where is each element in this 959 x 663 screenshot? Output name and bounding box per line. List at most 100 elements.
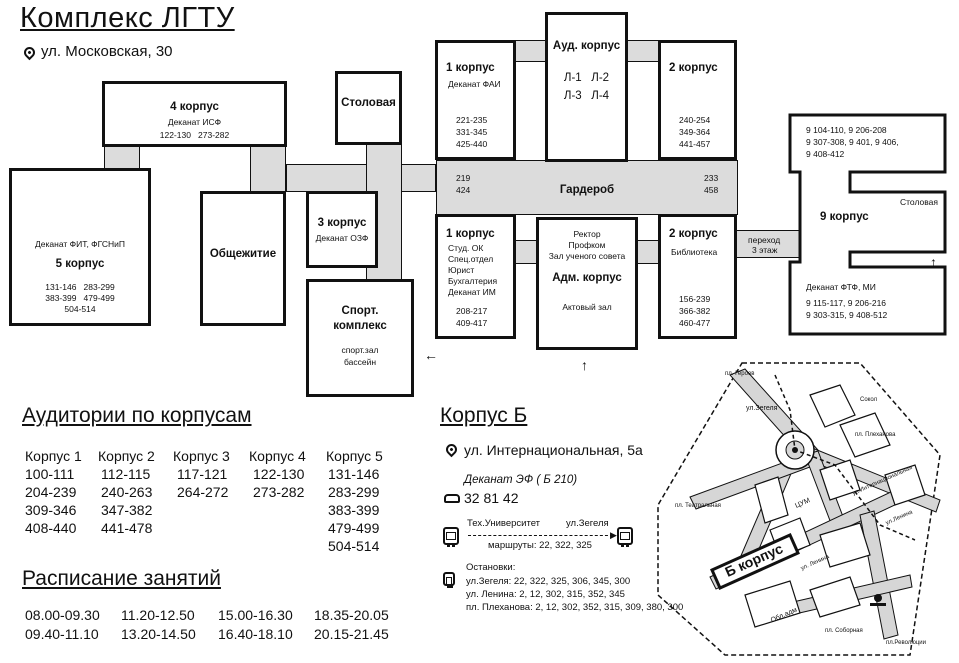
schedule-slot: 16.40-18.10 [218, 626, 293, 642]
building-adm-sub: Актовый зал [562, 302, 612, 312]
building-2-top-rooms-3: 441-457 [679, 139, 711, 149]
auditoriums-column-header: Корпус 3 [173, 448, 230, 464]
auditoriums-title: Аудитории по корпусам [22, 404, 252, 427]
building-sport[interactable]: Спорт. комплекс спорт.зал бассейн [306, 279, 414, 397]
route-from: Тех.Университет [467, 518, 541, 529]
building-1-bottom-name: 1 корпус [446, 228, 495, 240]
route-numbers: маршруты: 22, 322, 325 [488, 540, 592, 551]
building-1-bottom-line-2: Спец.отдел [448, 254, 494, 264]
building-adm[interactable]: Ректор Профком Зал ученого совета Адм. к… [536, 217, 638, 350]
building-9-name: 9 корпус [820, 211, 869, 223]
auditoriums-column-4: Корпус 4 122-130 273-282 [249, 447, 306, 501]
building-3-dept: Деканат ОЗФ [315, 233, 369, 243]
stop-plekhanova: пл. Плеханова: 2, 12, 302, 352, 315, 309… [466, 602, 684, 613]
auditorium-range: 204-239 [25, 484, 77, 500]
building-2-top[interactable]: 2 корпус 240-254 349-364 441-457 [658, 40, 737, 160]
route-arrow-icon: ▶ [610, 530, 617, 540]
building-2-bottom-rooms-3: 460-477 [679, 318, 711, 328]
building-1-top[interactable]: 1 корпус Деканат ФАИ 221-235 331-345 425… [435, 40, 516, 160]
auditoriums-column-header: Корпус 4 [249, 448, 306, 464]
building-5-rooms-3: 504-514 [64, 304, 96, 314]
city-map [657, 362, 941, 656]
stop-zegelya: ул.Зегеля: 22, 322, 325, 306, 345, 300 [466, 576, 631, 587]
building-2-bottom-rooms-1: 156-239 [679, 294, 711, 304]
building-2-mid-rooms-1: 233 [704, 173, 719, 183]
connector-central-hall [436, 160, 738, 215]
map-label-sobornaya: пл. Соборная [825, 628, 863, 634]
building-4-dept: Деканат ИСФ [167, 117, 222, 127]
auditoriums-column-header: Корпус 5 [326, 448, 383, 464]
schedule-slot: 18.35-20.05 [314, 607, 389, 623]
stops-title: Остановки: [466, 562, 516, 573]
auditorium-range: 240-263 [101, 484, 153, 500]
korpus-b-address: ул. Интернациональная, 5а [464, 442, 643, 458]
building-canteen[interactable]: Столовая [335, 71, 402, 145]
building-adm-top-1: Ректор [573, 229, 601, 239]
auditoriums-column-2: Корпус 2 112-115 240-263 347-382 441-478 [98, 447, 155, 537]
schedule-slot: 08.00-09.30 [25, 607, 100, 623]
building-1-bottom-line-5: Деканат ИМ [448, 287, 496, 297]
entrance-arrow-up-icon: ↑ [581, 357, 588, 373]
building-3[interactable]: 3 корпус Деканат ОЗФ [306, 191, 378, 268]
bus-icon [443, 527, 459, 547]
auditoriums-column-1: Корпус 1 100-111 204-239 309-346 408-440 [25, 447, 82, 537]
building-2-bottom[interactable]: 2 корпус Библиотека 156-239 366-382 460-… [658, 214, 737, 339]
building-1-top-name: 1 корпус [446, 62, 495, 74]
passage-label-1: переход [748, 235, 781, 245]
building-1-top-dept: Деканат ФАИ [448, 79, 501, 89]
building-2-mid-rooms-2: 458 [704, 185, 719, 195]
entrance-arrow-up-9-icon: ↑ [930, 254, 937, 270]
building-2-bottom-rooms-2: 366-382 [679, 306, 711, 316]
entrance-arrow-left-icon: ← [424, 347, 438, 363]
auditorium-range: 441-478 [101, 520, 153, 536]
building-5-rooms-1: 131-146 283-299 [45, 282, 115, 292]
building-adm-top-2: Профком [568, 240, 606, 250]
building-4[interactable]: 4 корпус Деканат ИСФ 122-130 273-282 [102, 81, 287, 147]
building-5-name: 5 корпус [55, 258, 105, 270]
connector-b4-dorm [250, 146, 286, 192]
building-adm-name: Адм. корпус [552, 272, 622, 284]
schedule-slot: 15.00-16.30 [218, 607, 293, 623]
map-label-revolyutsii: пл.Революции [886, 640, 926, 646]
map-label-teatralnaya: пл. Театральная [675, 503, 721, 509]
bus-stop-icon [443, 572, 455, 588]
building-9-rooms-bot-1: 9 115-117, 9 206-216 [806, 298, 887, 308]
building-aud-rooms-1: Л-1 Л-2 [563, 72, 610, 84]
location-pin-icon [443, 441, 460, 458]
korpus-b-title: Корпус Б [440, 404, 528, 427]
building-5-dept: Деканат ФИТ, ФГСНиП [35, 239, 125, 249]
page-title: Комплекс ЛГТУ [20, 2, 235, 34]
building-1-top-rooms-3: 425-440 [456, 139, 488, 149]
auditorium-range: 283-299 [328, 484, 380, 500]
auditoriums-column-5: Корпус 5 131-146 283-299 383-399 479-499… [326, 447, 383, 555]
building-2-bottom-dept: Библиотека [671, 247, 718, 257]
building-2-top-rooms-2: 349-364 [679, 127, 711, 137]
auditorium-range: 112-115 [101, 466, 151, 482]
building-2-bottom-name: 2 корпус [669, 228, 718, 240]
wardrobe-area: Гардероб [546, 172, 628, 208]
building-5-rooms-2: 383-399 479-499 [45, 293, 115, 303]
building-4-rooms: 122-130 273-282 [159, 130, 230, 140]
location-pin-icon [21, 44, 38, 61]
schedule-slot: 20.15-21.45 [314, 626, 389, 642]
auditorium-range: 122-130 [253, 466, 305, 482]
bus-icon [617, 527, 633, 547]
connector-adm-b2 [636, 240, 660, 264]
map-label-plekhanova: пл. Плеханова [855, 432, 896, 438]
building-9-rooms-top-2: 9 307-308, 9 401, 9 406, [806, 137, 899, 147]
auditorium-range: 131-146 [328, 466, 380, 482]
building-1-bottom[interactable]: 1 корпус Студ. ОК Спец.отдел Юрист Бухга… [435, 214, 516, 339]
building-1-mid-rooms-1: 219 [456, 173, 471, 183]
building-dorm[interactable]: Общежитие [200, 191, 286, 326]
korpus-b-phone[interactable]: 32 81 42 [464, 490, 519, 506]
building-5[interactable]: Деканат ФИТ, ФГСНиП 5 корпус 131-146 283… [9, 168, 151, 326]
building-9[interactable] [780, 112, 958, 338]
auditorium-range: 347-382 [101, 502, 153, 518]
building-1-bottom-rooms-1: 208-217 [456, 306, 488, 316]
building-aud[interactable]: Ауд. корпус Л-1 Л-2 Л-3 Л-4 [545, 12, 628, 162]
building-1-bottom-line-3: Юрист [448, 265, 475, 275]
connector-b4-b5 [104, 146, 140, 169]
auditoriums-column-header: Корпус 1 [25, 448, 82, 464]
building-1-top-rooms-2: 331-345 [456, 127, 488, 137]
building-sport-name-1: Спорт. [341, 305, 379, 317]
